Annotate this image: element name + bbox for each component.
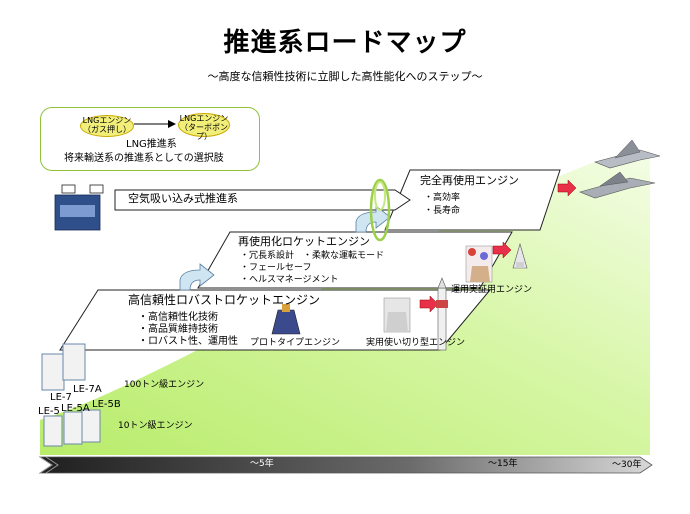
robust-bullet-1: ・高信頼性化技術 (138, 312, 218, 323)
fully-reusable-bullet-2: ・長寿命 (424, 206, 461, 216)
prototype-caption: プロトタイプエンジン (250, 338, 341, 348)
timeline-bar (38, 456, 653, 474)
spaceplane-2 (579, 171, 656, 199)
engine-le-5a: LE-5A (61, 403, 90, 414)
reusable-stage-box (197, 231, 513, 289)
engine-le-5b: LE-5B (92, 399, 121, 410)
fully-reusable-bullet-1: ・高効率 (424, 193, 461, 203)
transition-arrow-1 (179, 263, 215, 291)
expendable-caption: 実用使い切り型エンジン (366, 338, 466, 348)
reusable-demo-engine-image (465, 245, 493, 283)
fully-reusable-title: 完全再使用エンジン (420, 174, 519, 187)
red-arrow-3 (419, 295, 439, 313)
robust-bullet-3: ・ロバスト性、運用性 (138, 336, 238, 347)
spaceplane-1 (594, 139, 661, 169)
lng-caption: 将来輸送系の推進系としての選択肢 (64, 153, 224, 164)
lng-arrow (134, 120, 176, 128)
engine-le-7: LE-7 (50, 392, 72, 403)
red-arrow-1 (557, 179, 577, 197)
lng-engine-gas-pressure: LNGエンジン（ガス押し） (80, 115, 134, 137)
robust-title: 高信頼性ロバストロケットエンジン (128, 293, 321, 307)
class-10t-caption: 10トン級エンジン (118, 421, 193, 431)
class-100t-caption: 100トン級エンジン (124, 380, 205, 390)
lng-label: LNG推進系 (126, 139, 177, 150)
rocket (436, 277, 448, 351)
le-engine-photos (41, 343, 101, 447)
page-subtitle: ～高度な信頼性技術に立脚した高性能化へのステップ～ (207, 70, 483, 83)
page-title: 推進系ロードマップ (223, 28, 467, 58)
engine-le-5: LE-5 (38, 406, 60, 417)
reusable-vehicle (512, 242, 528, 269)
timeline-5y: ～5年 (250, 459, 274, 469)
red-arrow-2 (492, 241, 512, 259)
airbreathing-engine-image (54, 194, 101, 231)
timeline-15y: ～15年 (488, 459, 518, 469)
airbreathing-arrow (114, 189, 411, 211)
timeline-30y: ～30年 (612, 460, 642, 470)
prototype-engine-image (271, 304, 301, 335)
reusable-rocket-title: 再使用化ロケットエンジン (238, 235, 370, 248)
reusable-rocket-bullet-1: ・冗長系設計 ・柔軟な運転モード (240, 251, 385, 261)
expendable-engine-image (383, 297, 411, 333)
robust-bullet-2: ・高品質維持技術 (138, 324, 218, 335)
lng-engine-turbopump: LNGエンジン（ターボポンプ） (178, 113, 230, 141)
engine-le-7a: LE-7A (73, 384, 102, 395)
reusable-demo-caption: 運用実証用エンジン (451, 285, 533, 295)
reusable-rocket-bullet-2: ・フェールセーフ (240, 263, 312, 273)
airbreathing-label: 空気吸い込み式推進系 (128, 192, 238, 205)
reusable-rocket-bullet-3: ・ヘルスマネージメント (240, 275, 339, 285)
